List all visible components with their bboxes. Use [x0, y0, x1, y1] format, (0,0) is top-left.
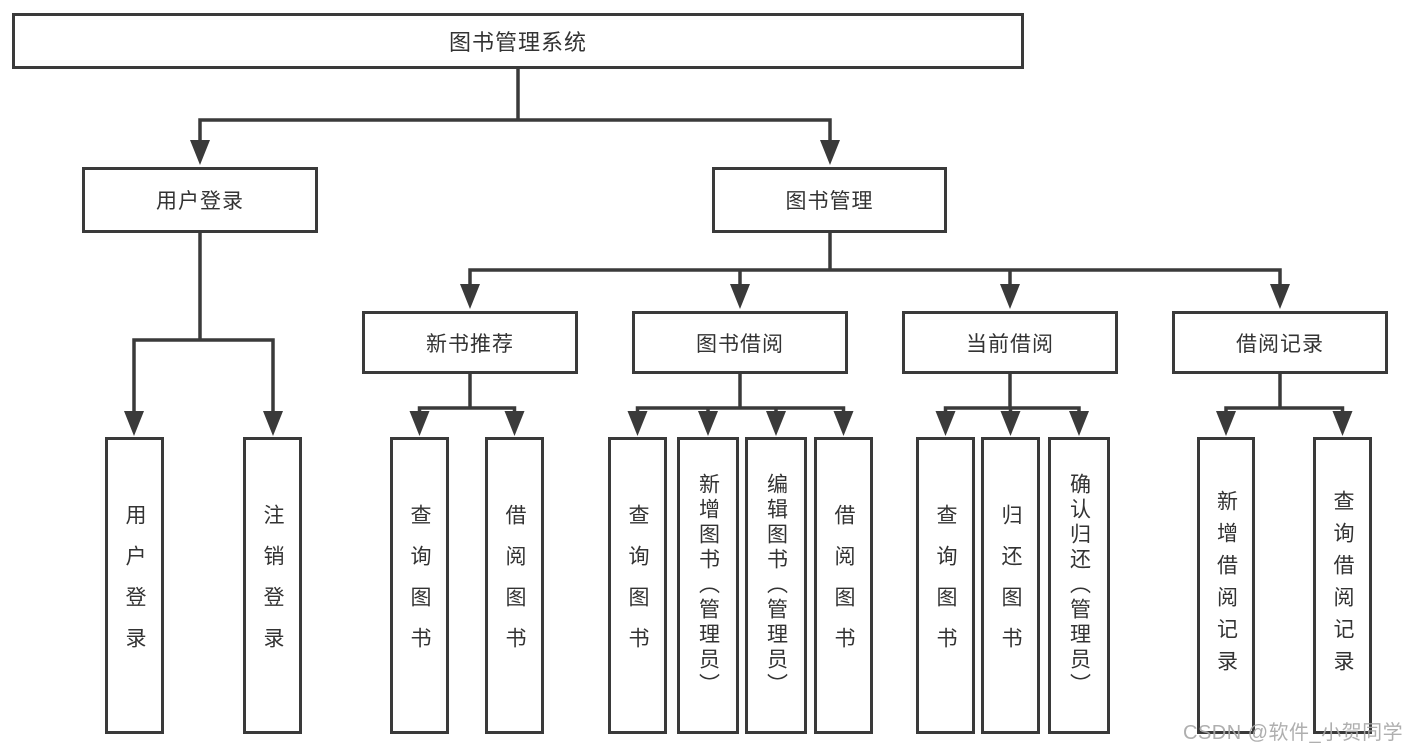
arrow-down-icon [263, 411, 283, 436]
leaf-return-book: 归还图书 [981, 437, 1040, 734]
arrow-down-icon [504, 411, 525, 436]
arrowheads-level2 [190, 140, 840, 165]
watermark: CSDN @软件_小贺同学 [1183, 722, 1404, 744]
leaf-current-query-book: 查询图书 [916, 437, 975, 734]
node-book-mgmt: 图书管理 [712, 167, 947, 233]
leaf-add-borrow-record: 新增借阅记录 [1197, 437, 1255, 734]
arrow-down-icon [1332, 411, 1353, 436]
arrow-down-icon [730, 284, 750, 309]
arrow-down-icon [820, 140, 840, 165]
arrow-down-icon [190, 140, 210, 165]
node-current-borrow: 当前借阅 [902, 311, 1118, 374]
leaf-recommend-borrow-book: 借阅图书 [485, 437, 544, 734]
arrow-down-icon [460, 284, 480, 309]
connector-user-login-to-leaves [132, 233, 275, 413]
arrowheads-level3 [460, 284, 1290, 309]
leaf-recommend-query-book: 查询图书 [390, 437, 449, 734]
arrow-down-icon [1000, 411, 1021, 436]
node-book-borrow: 图书借阅 [632, 311, 848, 374]
connector-current-borrow-to-leaves [943, 374, 1081, 414]
node-new-book-recommend: 新书推荐 [362, 311, 578, 374]
connector-book-borrow-to-leaves [635, 374, 846, 414]
arrowheads-borrow-records-leaves [1216, 411, 1353, 436]
arrowheads-book-borrow-leaves [627, 411, 854, 436]
node-root: 图书管理系统 [12, 13, 1024, 69]
connector-root-to-level2 [198, 69, 832, 142]
arrowheads-user-login-leaves [124, 411, 283, 436]
arrow-down-icon [766, 411, 786, 436]
arrow-down-icon [833, 411, 854, 436]
leaf-borrow-book: 借阅图书 [814, 437, 873, 734]
leaf-borrow-query-book: 查询图书 [608, 437, 667, 734]
arrow-down-icon [627, 411, 648, 436]
connector-borrow-records-to-leaves [1224, 374, 1345, 414]
arrow-down-icon [124, 411, 144, 436]
leaf-confirm-return-admin: 确认归还（管理员） [1048, 437, 1110, 734]
arrow-down-icon [1069, 411, 1089, 436]
node-borrow-records: 借阅记录 [1172, 311, 1388, 374]
arrow-down-icon [698, 411, 718, 436]
arrowheads-new-book-leaves [409, 411, 525, 436]
arrow-down-icon [935, 411, 956, 436]
connector-book-mgmt-to-level3 [468, 233, 1282, 288]
arrow-down-icon [1216, 411, 1236, 436]
arrowheads-current-borrow-leaves [935, 411, 1089, 436]
arrow-down-icon [1000, 284, 1020, 309]
leaf-add-book-admin: 新增图书（管理员） [677, 437, 739, 734]
leaf-query-borrow-record: 查询借阅记录 [1313, 437, 1372, 734]
leaf-user-login: 用户登录 [105, 437, 164, 734]
arrow-down-icon [1270, 284, 1290, 309]
leaf-logout: 注销登录 [243, 437, 302, 734]
connector-new-book-to-leaves [417, 374, 517, 414]
leaf-edit-book-admin: 编辑图书（管理员） [745, 437, 807, 734]
node-user-login: 用户登录 [82, 167, 318, 233]
arrow-down-icon [409, 411, 430, 436]
